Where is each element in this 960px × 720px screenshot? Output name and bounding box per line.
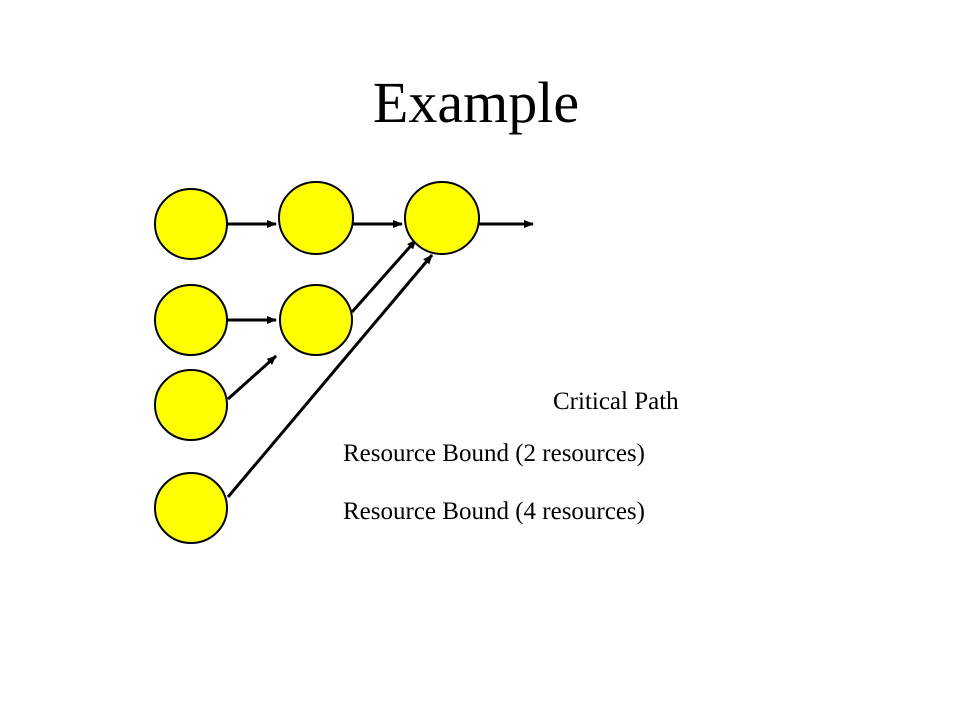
slide-title: Example	[372, 70, 580, 135]
critical-path-label: Critical Path	[553, 388, 679, 415]
resource-bound-2-label: Resource Bound (2 resources)	[343, 440, 645, 467]
node-b2	[279, 284, 353, 356]
edge-d1-a3	[226, 254, 434, 498]
node-c1	[154, 369, 228, 441]
resource-bound-4-label: Resource Bound (4 resources)	[343, 498, 645, 525]
node-b1	[154, 284, 228, 356]
node-a1	[154, 188, 228, 260]
node-a3	[404, 181, 480, 255]
nodes	[154, 181, 480, 544]
node-d1	[154, 472, 228, 544]
edge-b2-a3	[350, 239, 418, 313]
edges	[226, 220, 534, 498]
edge-c1-b2	[226, 354, 278, 401]
node-a2	[278, 181, 354, 255]
